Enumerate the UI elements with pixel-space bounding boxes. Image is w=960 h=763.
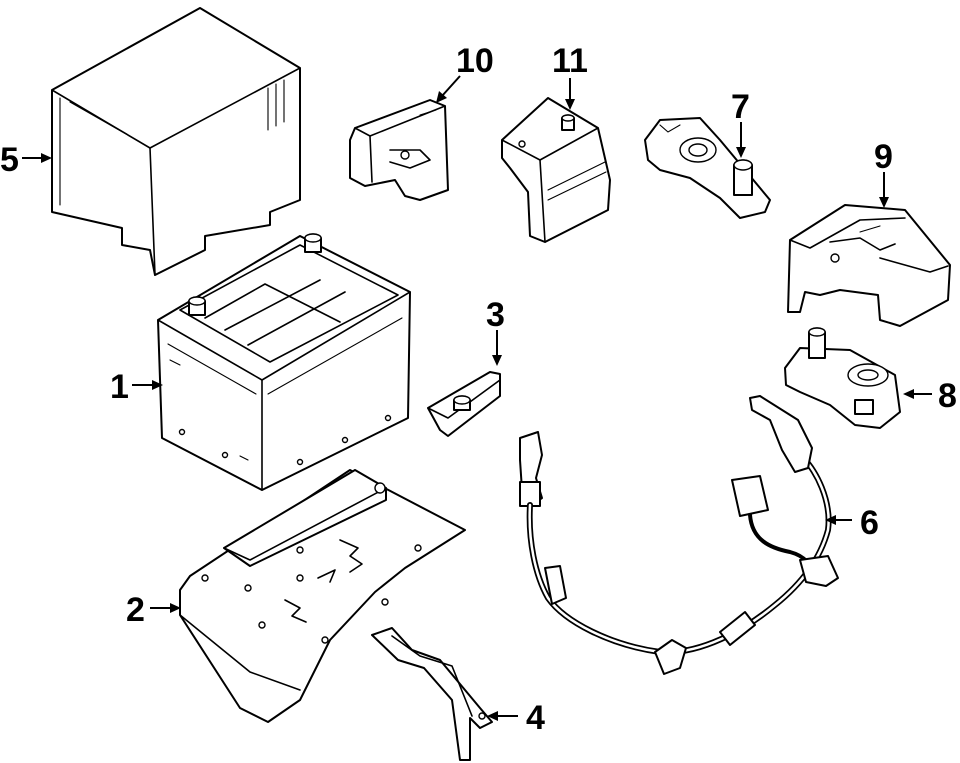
callout-leaders: [22, 75, 932, 721]
callout-9: 9: [874, 138, 893, 176]
positive-terminal-cover: [349, 99, 449, 201]
callout-10: 10: [456, 42, 494, 80]
hold-down-clamp: [427, 371, 501, 437]
callout-11: 11: [552, 42, 588, 80]
callout-3: 3: [486, 296, 505, 334]
callout-numbers: 1 2 3 4 5 6 7 8 9 10 11: [0, 42, 957, 737]
callout-1: 1: [110, 368, 129, 406]
leader-10: [441, 75, 461, 97]
battery-cable-harness: [519, 395, 839, 675]
battery-tray: [179, 469, 466, 723]
negative-battery-terminal: [784, 327, 901, 429]
battery: [157, 233, 411, 491]
hold-down-rod: [371, 627, 493, 761]
positive-battery-terminal: [644, 117, 771, 219]
battery-insulator-cover: [51, 7, 301, 276]
fusible-link-box: [501, 97, 611, 243]
callout-5: 5: [0, 141, 19, 179]
callout-7: 7: [731, 88, 750, 126]
negative-terminal-cover: [787, 204, 951, 327]
callout-4: 4: [526, 699, 545, 737]
callout-6: 6: [860, 504, 879, 542]
callout-8: 8: [938, 377, 957, 415]
callout-2: 2: [126, 591, 145, 629]
